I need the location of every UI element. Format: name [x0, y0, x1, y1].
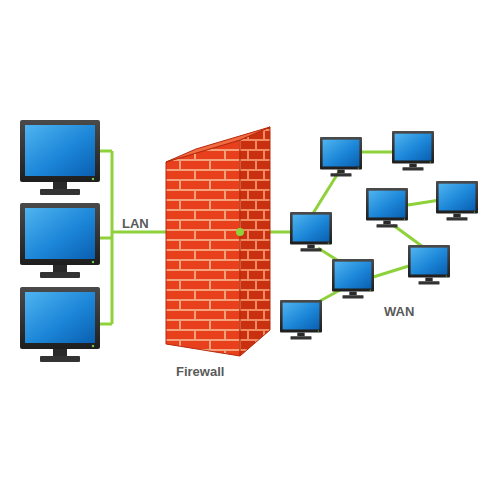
network-label: LAN: [122, 216, 149, 231]
wan-computers: [280, 131, 478, 339]
network-label: WAN: [384, 304, 414, 319]
lan-computers: [20, 120, 100, 362]
network-label: Firewall: [176, 364, 224, 379]
firewall-wall: [166, 127, 270, 356]
